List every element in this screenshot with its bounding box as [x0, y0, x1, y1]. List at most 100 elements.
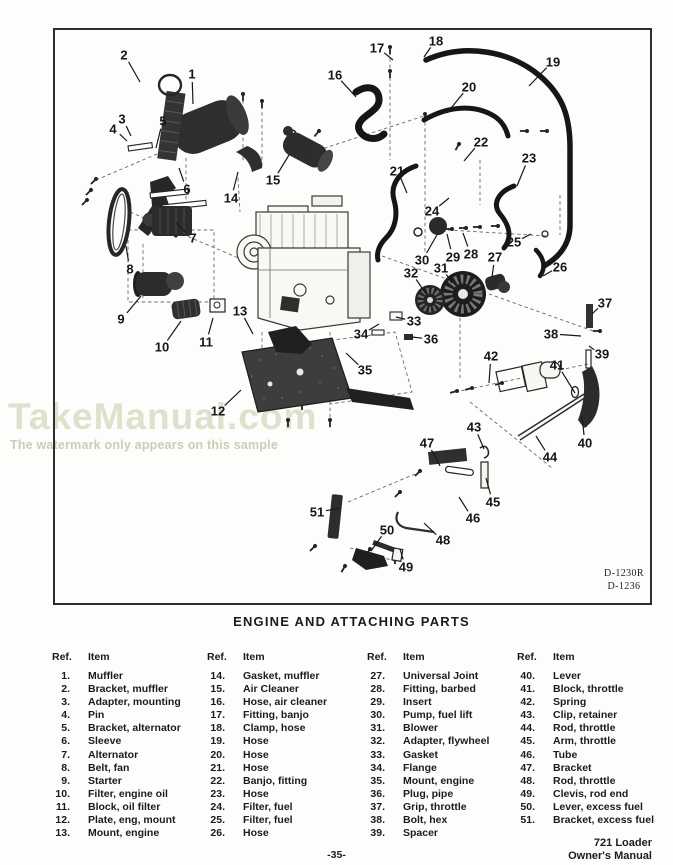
parts-row: 42.Spring	[517, 696, 654, 709]
part-ref: 44.	[520, 722, 535, 735]
callout-37: 37	[598, 296, 612, 311]
part-ref: 10.	[55, 787, 70, 800]
part-item: Flange	[403, 761, 437, 774]
callout-leader-17	[383, 52, 394, 61]
part-item: Hose	[243, 787, 269, 800]
callout-leader-29	[446, 233, 452, 250]
callout-leader-38	[559, 333, 582, 337]
callout-25: 25	[507, 235, 521, 250]
parts-row: 47. Bracket	[517, 762, 654, 775]
part-ref: 36.	[370, 787, 385, 800]
part-ref: 16.	[210, 696, 225, 709]
callout-leader-31	[445, 274, 453, 284]
part-item: Bracket	[553, 761, 592, 774]
callout-44: 44	[543, 450, 558, 465]
callout-leader-19	[528, 67, 548, 87]
ref-header: Ref.	[207, 651, 227, 663]
callout-leader-23	[516, 165, 527, 187]
part-item: Spacer	[403, 827, 439, 840]
callout-19: 19	[546, 55, 560, 70]
ref-header: Ref.	[52, 651, 72, 663]
part-ref: 35.	[370, 774, 385, 787]
starter-shape	[133, 271, 184, 297]
part-ref: 37.	[370, 800, 385, 813]
part-ref: 22.	[210, 774, 225, 787]
part-item: Bracket, muffler	[88, 683, 168, 696]
part-item: Grip, throttle	[403, 800, 467, 813]
callout-33: 33	[407, 314, 421, 329]
parts-row: 23.Hose	[207, 788, 327, 801]
hose-shapes	[352, 48, 573, 279]
callout-leader-4	[119, 133, 128, 142]
part-item: Hose, air cleaner	[243, 696, 328, 709]
part-ref: 31.	[370, 722, 385, 735]
parts-row: 22.Banjo, fitting	[207, 775, 327, 788]
part-ref: 39.	[370, 827, 385, 840]
part-item: Rod, throttle	[553, 722, 616, 735]
callout-12: 12	[211, 404, 225, 419]
callout-38: 38	[544, 327, 558, 342]
part-item: Bolt, hex	[403, 814, 448, 827]
parts-row: 39. Spacer	[367, 827, 489, 840]
callout-18: 18	[429, 34, 443, 49]
callout-42: 42	[484, 349, 498, 364]
parts-row: 5.Bracket, alternator	[52, 722, 181, 735]
callout-8: 8	[126, 262, 133, 277]
parts-row: 37. Grip, throttle	[367, 801, 489, 814]
callout-leader-10	[166, 320, 182, 341]
part-ref: 2.	[61, 683, 70, 696]
part-ref: 18.	[210, 722, 225, 735]
part-ref: 17.	[210, 709, 225, 722]
part-ref: 30.	[370, 709, 385, 722]
manual-name-line2: Owner's Manual	[568, 849, 652, 862]
flywheel-adapter-shape	[415, 285, 445, 315]
callout-41: 41	[550, 358, 564, 373]
callout-leader-49	[399, 548, 404, 560]
callout-48: 48	[436, 533, 450, 548]
callout-47: 47	[420, 436, 434, 451]
callout-leader-9	[126, 295, 142, 314]
part-ref: 21.	[210, 761, 225, 774]
callout-leader-46	[458, 496, 469, 512]
callout-20: 20	[462, 80, 476, 95]
parts-row: 16. Hose, air cleaner	[207, 696, 327, 709]
callout-10: 10	[155, 340, 169, 355]
callout-leader-5	[155, 128, 162, 149]
excess-fuel-lever-shape	[352, 540, 395, 570]
callout-32: 32	[404, 266, 418, 281]
callout-15: 15	[266, 173, 280, 188]
part-ref: 11.	[55, 800, 70, 813]
part-item: Muffler	[88, 670, 123, 682]
oil-filter-shape	[171, 298, 201, 320]
parts-row: 14.Gasket, muffler	[207, 670, 327, 683]
callout-35: 35	[358, 363, 372, 378]
callout-28: 28	[464, 247, 478, 262]
throttle-arm-shape	[480, 461, 489, 489]
item-header: Item	[88, 651, 110, 663]
part-item: Adapter, mounting	[88, 696, 181, 709]
part-ref: 5.	[61, 722, 70, 735]
parts-row: 46.Tube	[517, 749, 654, 762]
parts-row: 29.Insert	[367, 696, 489, 709]
part-ref: 6.	[61, 735, 70, 748]
parts-row: 27.Universal Joint	[367, 670, 489, 683]
part-ref: 32.	[370, 735, 385, 748]
part-ref: 47.	[520, 761, 535, 774]
part-item: Hose	[243, 761, 269, 774]
callout-leader-32	[415, 279, 427, 295]
manual-name-line1: 721 Loader	[593, 837, 652, 849]
throttle-lever-shape	[578, 366, 600, 428]
part-item: Alternator	[88, 748, 139, 761]
callout-leader-18	[423, 47, 432, 58]
parts-row: 28.Fitting, barbed	[367, 683, 489, 696]
callout-leader-42	[488, 363, 491, 384]
air-cleaner-shape	[282, 126, 334, 172]
engine-block-shape	[236, 195, 371, 331]
callout-leader-41	[561, 371, 576, 394]
callout-4: 4	[109, 122, 117, 137]
